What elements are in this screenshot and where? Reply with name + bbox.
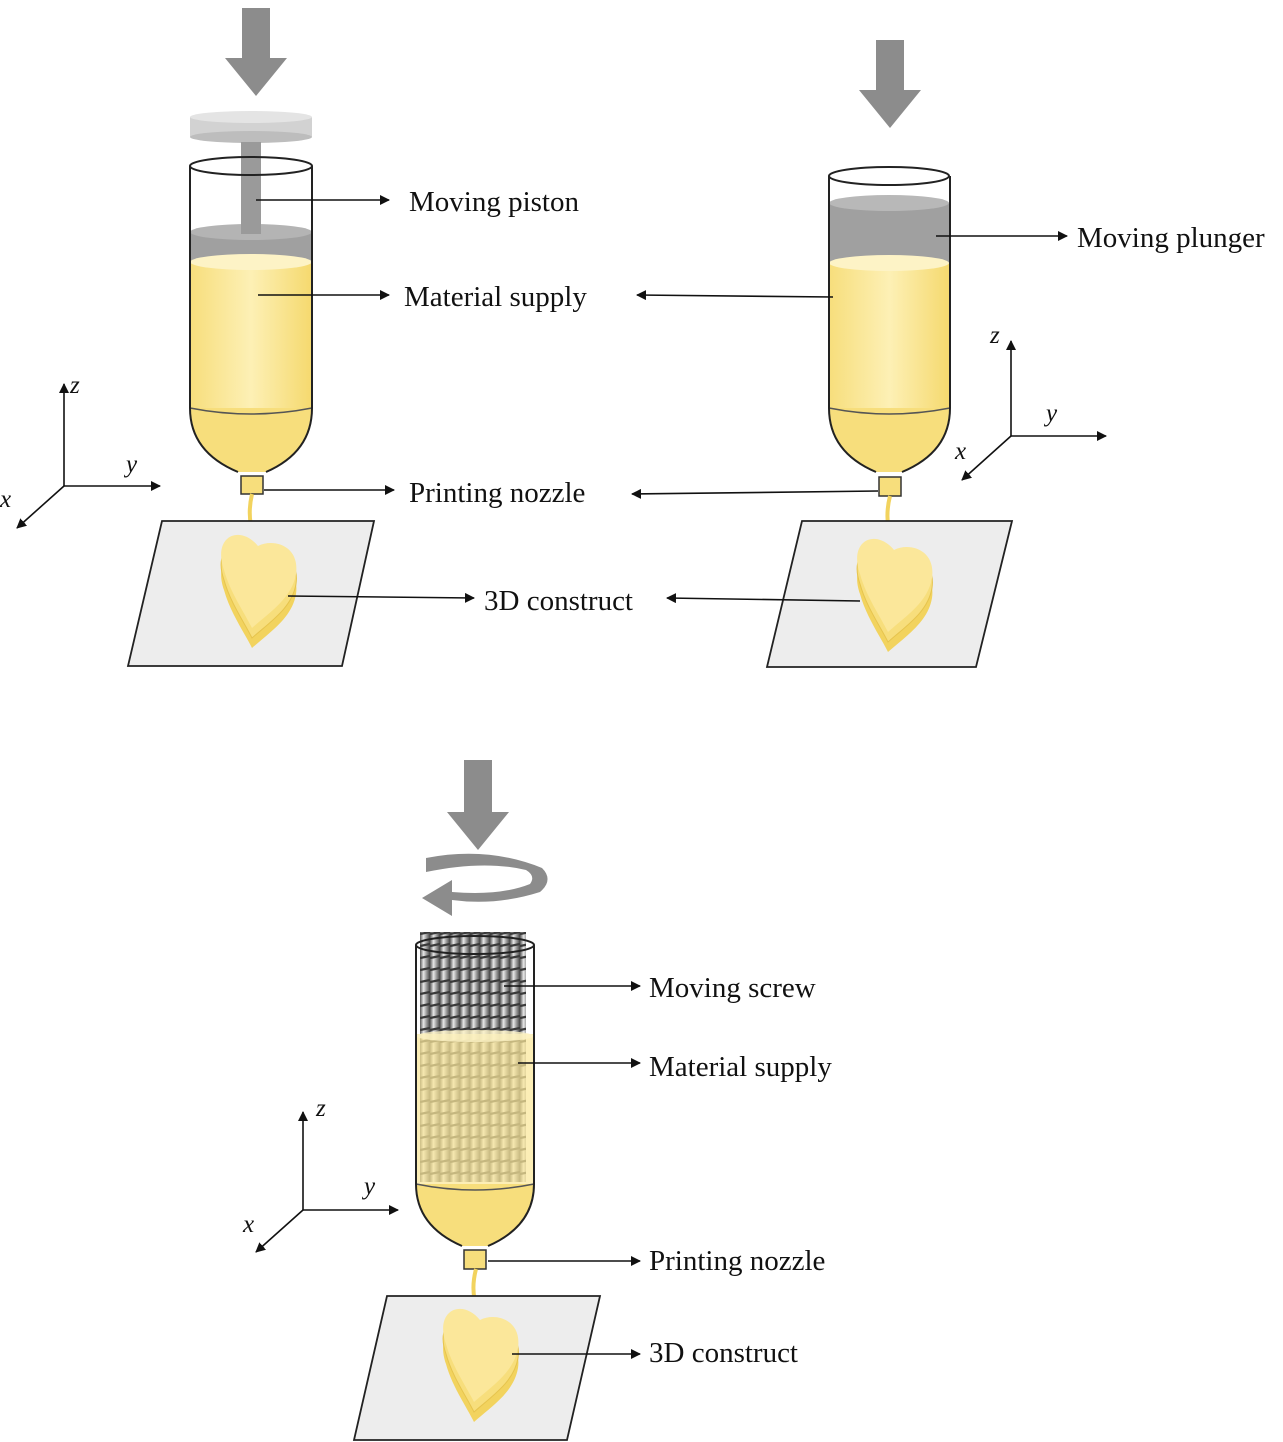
down-arrow-icon xyxy=(447,760,509,850)
axis-x-label: x xyxy=(954,438,966,465)
axis-y-label: y xyxy=(361,1173,376,1200)
axis-z-label: z xyxy=(315,1095,326,1122)
piston-head xyxy=(190,111,312,143)
piston-extruder: z y x Moving piston Material supply Prin… xyxy=(0,8,633,667)
label-3d-construct-1: 3D construct xyxy=(484,585,633,617)
axes-3: z y x xyxy=(242,1095,399,1253)
heart-construct xyxy=(220,534,297,648)
nozzle xyxy=(240,475,264,495)
piston-rod xyxy=(241,142,261,234)
screw-extruder: z y x Moving screw Material supply Print… xyxy=(242,760,832,1441)
heart-construct xyxy=(442,1308,519,1422)
heart-construct xyxy=(856,538,933,652)
label-moving-piston: Moving piston xyxy=(409,186,579,218)
axis-z-label: z xyxy=(69,372,80,399)
label-material-supply-1: Material supply xyxy=(404,281,587,313)
nozzle xyxy=(463,1249,487,1270)
axis-y-label: y xyxy=(1043,400,1058,427)
plunger-extruder: z y x Moving plunger xyxy=(631,40,1265,668)
label-moving-plunger: Moving plunger xyxy=(1077,222,1265,254)
axes-2: z y x xyxy=(954,322,1107,481)
label-moving-screw: Moving screw xyxy=(649,972,816,1004)
label-printing-nozzle-3: Printing nozzle xyxy=(649,1245,825,1277)
label-material-supply-3: Material supply xyxy=(649,1051,832,1083)
nozzle xyxy=(878,476,902,497)
axis-x-label: x xyxy=(242,1211,254,1238)
down-arrow-icon xyxy=(859,40,921,128)
label-printing-nozzle-1: Printing nozzle xyxy=(409,477,585,509)
label-3d-construct-3: 3D construct xyxy=(649,1337,798,1369)
rotation-arrow-icon xyxy=(422,853,548,916)
axis-x-label: x xyxy=(0,486,11,513)
down-arrow-icon xyxy=(225,8,287,96)
axes-1: z y x xyxy=(0,372,161,529)
axis-y-label: y xyxy=(123,451,138,478)
axis-z-label: z xyxy=(989,322,1000,349)
